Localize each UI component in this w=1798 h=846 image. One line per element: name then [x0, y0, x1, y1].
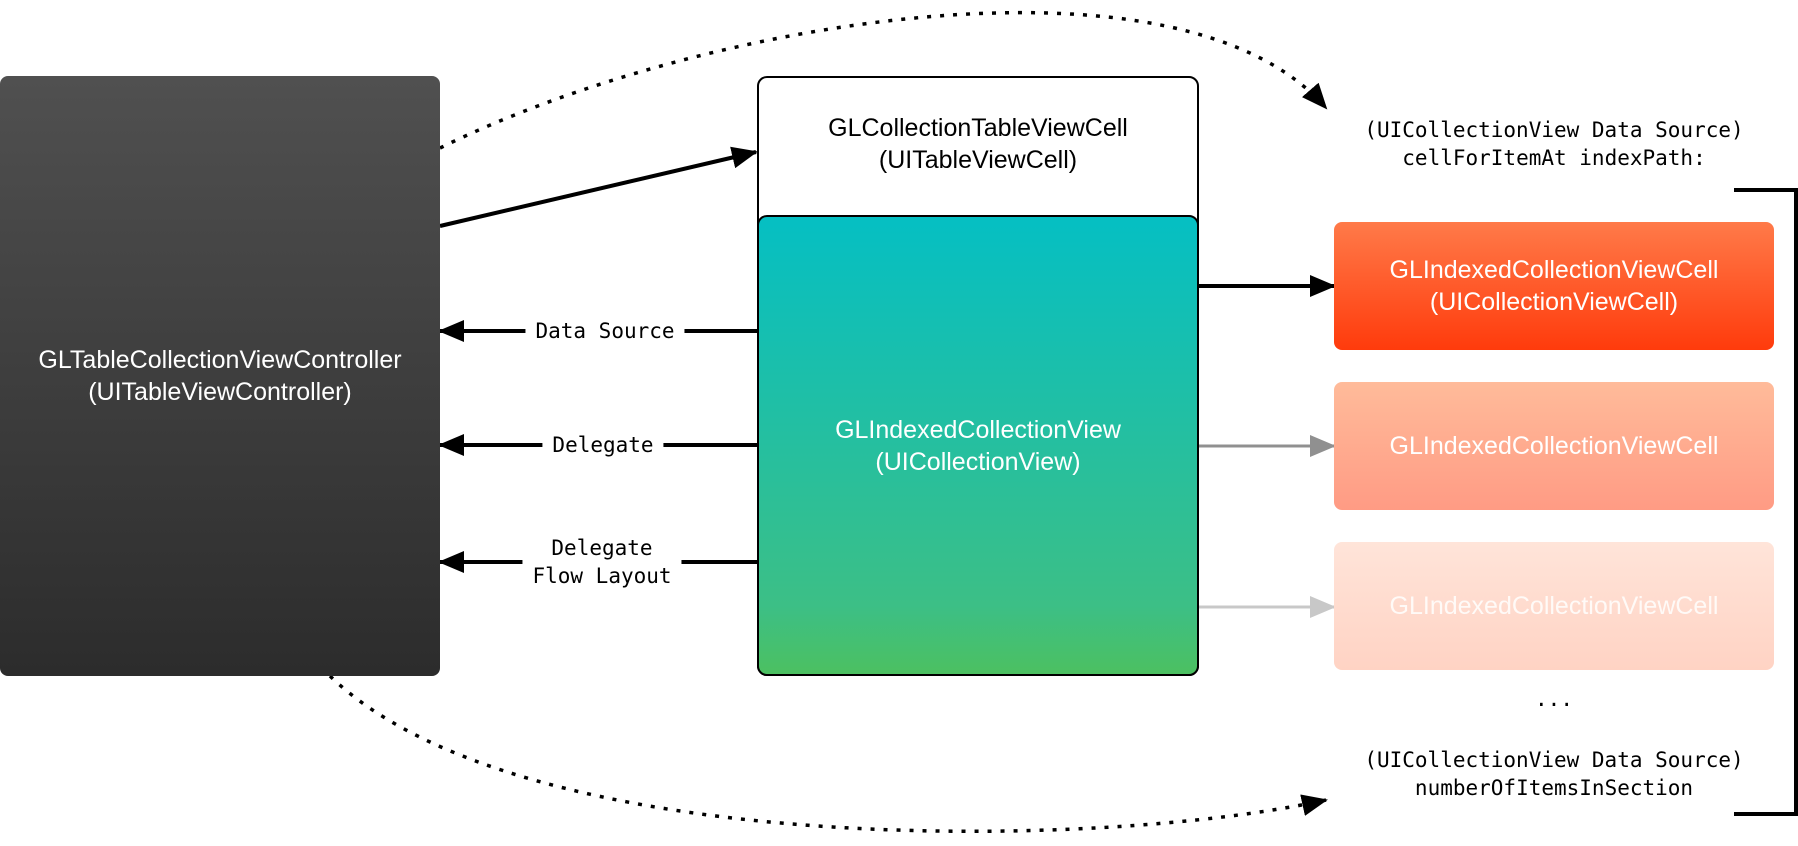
- method-cell-for-item: (UICollectionView Data Source) cellForIt…: [1364, 118, 1744, 170]
- cell-type: (UICollectionViewCell): [1429, 288, 1679, 316]
- collection-view-cell-3: GLIndexedCollectionViewCell: [1334, 542, 1774, 670]
- method-number-of-items: (UICollectionView Data Source) numberOfI…: [1364, 748, 1744, 800]
- table-collection-view-controller: GLTableCollectionViewController (UITable…: [0, 76, 440, 676]
- cell-name: GLIndexedCollectionViewCell: [1389, 592, 1719, 620]
- collectionview-type: (UICollectionView): [875, 447, 1081, 476]
- label-delegate-flow-layout: Delegate Flow Layout: [522, 534, 682, 590]
- right-bracket: [1734, 188, 1798, 816]
- controller-name: GLTableCollectionViewController: [38, 346, 402, 374]
- collectionview-name: GLIndexedCollectionView: [835, 415, 1121, 444]
- tablecell-name: GLCollectionTableViewCell: [828, 114, 1128, 142]
- cell-name: GLIndexedCollectionViewCell: [1389, 256, 1719, 284]
- dotted-arrow-bottom: [328, 674, 1328, 834]
- collection-view-cell-1: GLIndexedCollectionViewCell (UICollectio…: [1334, 222, 1774, 350]
- label-data-source: Data Source: [525, 317, 685, 345]
- indexed-collection-view: GLIndexedCollectionView (UICollectionVie…: [757, 215, 1199, 676]
- arrow-controller-to-tablecell: [439, 146, 758, 228]
- tablecell-type: (UITableViewCell): [878, 146, 1078, 174]
- controller-type: (UITableViewController): [88, 378, 352, 406]
- label-delegate: Delegate: [542, 431, 664, 459]
- ellipsis: ...: [1535, 687, 1573, 711]
- collection-view-cell-2: GLIndexedCollectionViewCell: [1334, 382, 1774, 510]
- cell-name: GLIndexedCollectionViewCell: [1389, 432, 1719, 460]
